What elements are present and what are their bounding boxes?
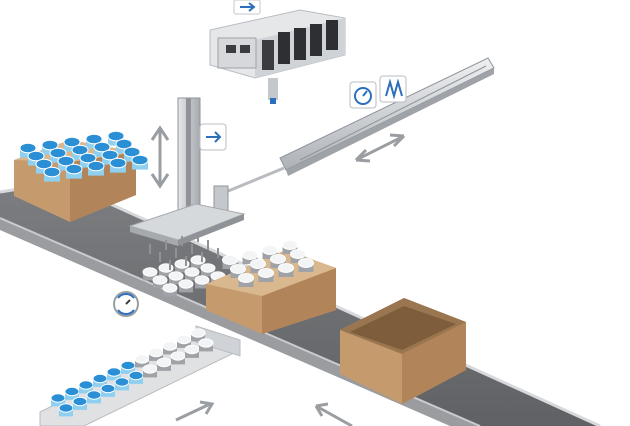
can (85, 133, 103, 149)
can (142, 267, 158, 281)
can (43, 166, 61, 182)
can (162, 341, 178, 355)
can (184, 344, 200, 358)
force-gauge-icon (379, 75, 407, 103)
can (65, 163, 83, 179)
can (86, 390, 102, 404)
can (41, 139, 59, 155)
can (114, 377, 130, 391)
can (298, 258, 314, 272)
can-grid-left (19, 130, 149, 182)
filling-box (206, 240, 336, 334)
can (290, 249, 306, 263)
horizontal-motion-arrow (354, 133, 406, 163)
can (71, 144, 89, 160)
can (64, 386, 80, 400)
can-grid-middle (222, 240, 314, 287)
can (131, 154, 149, 170)
flow-arrows-icon (199, 123, 227, 151)
can (109, 157, 127, 173)
can (128, 370, 144, 384)
can (282, 240, 298, 254)
can (58, 403, 74, 417)
valve-terminal-icon (233, 0, 261, 15)
can (78, 380, 94, 394)
can (35, 158, 53, 174)
can (262, 245, 278, 259)
can (178, 279, 194, 293)
can (184, 267, 200, 281)
valve-terminal (209, 0, 346, 104)
gripper-plate (128, 203, 246, 297)
empty-box (340, 298, 466, 404)
can (230, 264, 246, 278)
linear-axis (215, 57, 495, 198)
can (200, 263, 216, 277)
can (156, 357, 172, 371)
can (100, 383, 116, 397)
can (57, 155, 75, 171)
can (278, 263, 294, 277)
can (115, 138, 133, 154)
can (194, 275, 210, 289)
can (63, 136, 81, 152)
can (242, 250, 258, 264)
can (238, 273, 254, 287)
can (222, 255, 238, 269)
can (19, 142, 37, 158)
can (79, 152, 97, 168)
can (87, 160, 105, 176)
speed-stopwatch-icon (349, 81, 377, 109)
can (270, 254, 286, 268)
can (190, 328, 206, 342)
can (258, 268, 274, 282)
vertical-axis (177, 97, 229, 225)
full-box-left (14, 130, 149, 222)
can (168, 271, 184, 285)
can (101, 149, 119, 165)
can (170, 351, 186, 365)
can (152, 275, 168, 289)
suction-grippers (142, 232, 226, 297)
can (142, 364, 158, 378)
can (72, 396, 88, 410)
belt-direction-right-arrow (314, 402, 353, 426)
can (123, 146, 141, 162)
rotation-dial-icon (113, 291, 139, 317)
can (162, 283, 178, 297)
can (49, 147, 67, 163)
belt-direction-left-arrow (175, 400, 215, 422)
can (250, 259, 266, 273)
can (27, 150, 45, 166)
can (93, 141, 111, 157)
vertical-motion-arrow (150, 125, 170, 189)
can-row-lane (50, 328, 214, 417)
infeed-lane (39, 325, 242, 426)
can (198, 338, 214, 352)
can (107, 130, 125, 146)
